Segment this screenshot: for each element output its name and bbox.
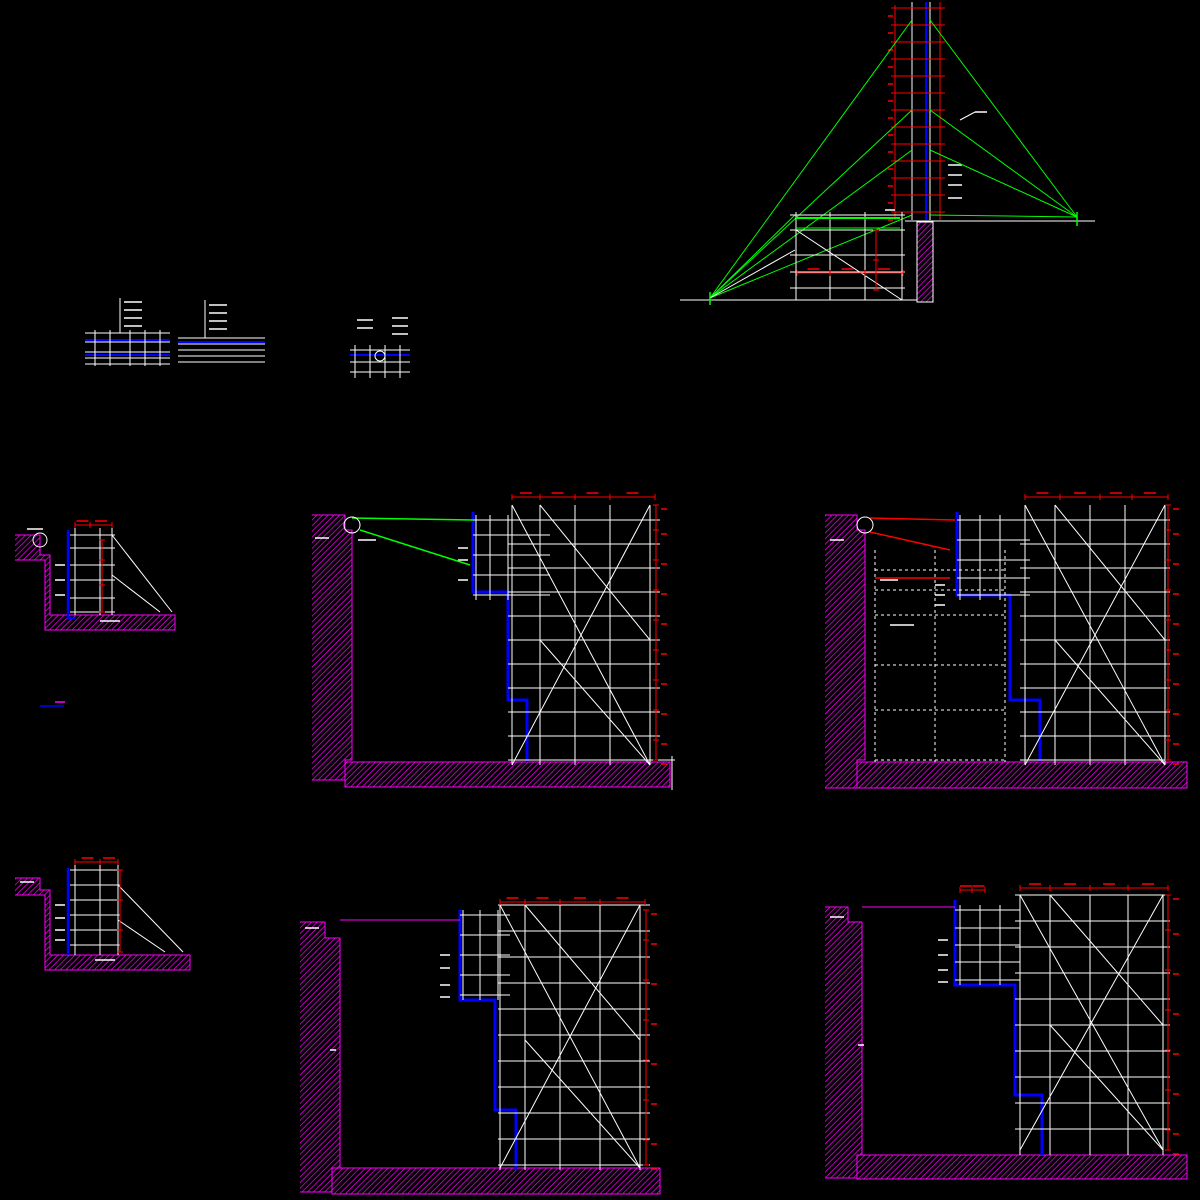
guy-wire	[709, 214, 796, 299]
guy-wire	[709, 214, 913, 299]
detail-circle	[343, 516, 361, 534]
diagonal-strut	[111, 534, 173, 613]
formwork	[955, 512, 1042, 762]
detail-circle	[32, 532, 48, 548]
guy-wire	[929, 19, 1078, 218]
section-3	[825, 492, 1188, 789]
scaffold-brace	[1054, 504, 1166, 641]
section-6	[825, 883, 1188, 1180]
scaffold-brace	[1049, 894, 1164, 1026]
section-4	[15, 857, 191, 971]
diagonal-strut	[117, 884, 184, 953]
wall-outline	[825, 514, 866, 789]
floor-slab	[331, 1167, 661, 1195]
wall-section	[916, 221, 934, 303]
wall-outline	[312, 514, 353, 781]
floor-slab	[856, 1154, 1188, 1180]
detail-b	[178, 300, 265, 363]
detail-circle	[856, 516, 874, 534]
tie-line	[869, 517, 956, 521]
scaffold-brace	[795, 229, 903, 301]
detail-a	[85, 298, 170, 366]
joint-circle	[374, 350, 386, 362]
tie-line	[869, 531, 951, 551]
scaffold-brace	[1024, 504, 1166, 766]
section-6-extra	[862, 885, 986, 908]
diagonal-strut	[117, 919, 166, 953]
tie-line	[359, 529, 471, 566]
tie-line	[351, 517, 474, 521]
guy-wire	[709, 149, 913, 299]
wall-outline	[300, 921, 341, 1193]
scaffold-brace	[524, 904, 641, 1041]
guy-wire	[709, 19, 913, 299]
scaffold-brace	[1054, 639, 1166, 766]
guy-wire	[929, 214, 1078, 218]
scaffold-brace	[524, 1039, 641, 1169]
leader-line	[959, 111, 976, 121]
scaffold-brace	[1049, 1024, 1164, 1151]
wall-outline	[15, 877, 191, 971]
floor-slab	[856, 761, 1188, 789]
formwork	[458, 910, 518, 1170]
detail-c	[350, 317, 410, 378]
formwork	[66, 530, 75, 620]
section-2	[312, 492, 675, 790]
guy-wire	[929, 109, 1078, 218]
guy-wire	[709, 109, 913, 299]
formwork	[953, 900, 1044, 1155]
scaffold-brace	[539, 504, 651, 641]
formwork	[471, 512, 529, 762]
wall-outline	[15, 534, 176, 631]
guy-wire	[709, 249, 796, 299]
scaffold-brace	[1019, 894, 1164, 1151]
scaffold-brace	[511, 504, 651, 766]
diagonal-strut	[111, 574, 161, 613]
wall-outline	[825, 906, 863, 1179]
scaffold-brace	[539, 639, 651, 766]
guy-wire	[929, 149, 1078, 218]
section-5	[300, 897, 661, 1195]
scaffold-brace	[499, 904, 641, 1169]
section-1	[15, 520, 176, 707]
mast-elevation	[680, 2, 1095, 305]
floor-slab	[344, 761, 671, 788]
